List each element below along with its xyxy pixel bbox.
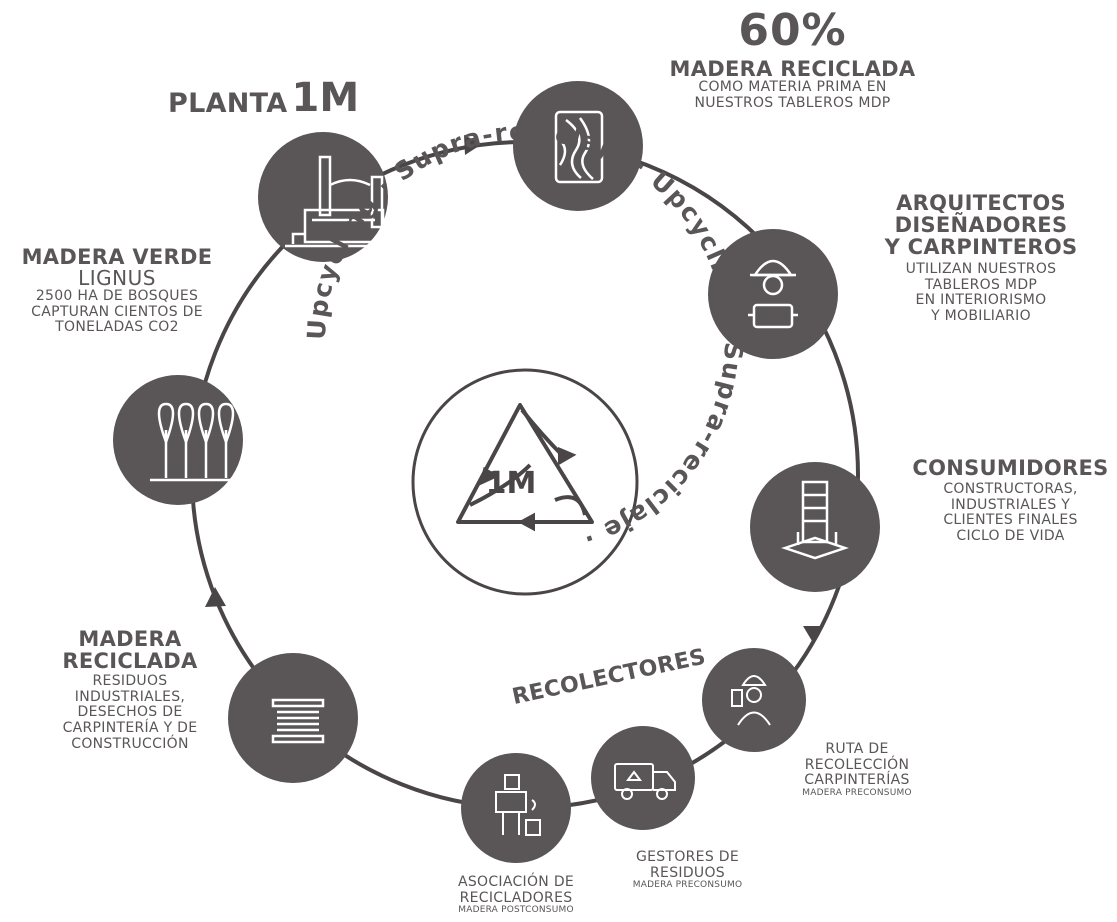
collector-worker-icon <box>731 675 771 726</box>
wood-planks-icon <box>271 698 325 744</box>
madera-left-title2: RECICLADA <box>62 649 198 674</box>
ruta-small: MADERA PRECONSUMO <box>802 788 912 799</box>
arrow-right <box>803 626 824 641</box>
worker-icon <box>748 259 798 329</box>
madera-top-title: MADERA RECICLADA <box>669 57 916 82</box>
madera-top-label: 60% MADERA RECICLADA COMO MATERIA PRIMA … <box>650 5 935 112</box>
madera-left-title1: MADERA <box>78 627 182 651</box>
consumidores-line4: CICLO DE VIDA <box>956 528 1065 545</box>
consumidores-label: CONSUMIDORES CONSTRUCTORAS, INDUSTRIALES… <box>908 457 1113 545</box>
gestores-small: MADERA PRECONSUMO <box>632 880 743 891</box>
madera-top-line1: COMO MATERIA PRIMA EN <box>698 79 887 96</box>
node-arquitectos <box>708 229 838 359</box>
arquitectos-line1: UTILIZAN NUESTROS <box>905 261 1057 278</box>
consumidores-line1: CONSTRUCTORAS, <box>943 481 1078 498</box>
madera-verde-line1: 2500 HA DE BOSQUES <box>35 288 199 305</box>
madera-verde-line3: TONELADAS CO2 <box>55 319 179 336</box>
percent-value: 60% <box>738 5 847 56</box>
factory-icon <box>285 155 385 248</box>
node-consumidores <box>750 462 880 592</box>
node-ruta <box>702 648 806 752</box>
trees-icon <box>150 402 240 482</box>
node-asociacion <box>461 753 571 863</box>
center-logo: 1M <box>486 466 537 501</box>
planta-title: PLANTA <box>168 87 288 119</box>
arrow-top <box>464 135 482 155</box>
madera-left-line5: CONSTRUCCIÓN <box>71 735 189 752</box>
madera-left-line2: INDUSTRIALES, <box>74 688 186 705</box>
arrow-left <box>205 587 226 607</box>
arquitectos-title3: Y CARPINTEROS <box>884 235 1078 260</box>
gestores-label: GESTORES DE RESIDUOS MADERA PRECONSUMO <box>605 849 770 891</box>
consumidores-line2: INDUSTRIALES Y <box>950 496 1071 513</box>
madera-verde-title: MADERA VERDE <box>21 245 213 269</box>
gestores-line2: RESIDUOS <box>650 864 725 881</box>
lignus-brand: LIGNUS <box>78 266 156 291</box>
arquitectos-line4: Y MOBILIARIO <box>931 308 1031 325</box>
wood-grain-icon <box>554 110 604 184</box>
ruta-line3: CARPINTERÍAS <box>804 772 910 789</box>
madera-verde-label: MADERA VERDE LIGNUS 2500 HA DE BOSQUES C… <box>6 246 228 336</box>
ruta-line1: RUTA DE <box>825 741 889 757</box>
madera-verde-line2: CAPTURAN CIENTOS DE <box>31 303 203 320</box>
asociacion-line1: ASOCIACIÓN DE <box>457 874 575 890</box>
node-madera-verde <box>113 375 243 505</box>
madera-top-line2: NUESTROS TABLEROS MDP <box>694 94 891 111</box>
planta-label: PLANTA 1M <box>168 78 359 118</box>
madera-left-line3: DESECHOS DE <box>77 704 183 721</box>
center-emblem: 1M <box>411 368 639 596</box>
asociacion-label: ASOCIACIÓN DE RECICLADORES MADERA POSTCO… <box>432 874 600 916</box>
madera-left-label: MADERA RECICLADA RESIDUOS INDUSTRIALES, … <box>30 628 230 752</box>
node-gestores <box>591 726 695 830</box>
node-madera-top <box>513 81 643 211</box>
arquitectos-line3: EN INTERIORISMO <box>915 292 1047 309</box>
recycle-truck-icon <box>614 763 676 800</box>
consumidores-line3: CLIENTES FINALES <box>943 512 1078 529</box>
arquitectos-title2: DISEÑADORES <box>894 213 1068 238</box>
node-planta <box>258 132 388 262</box>
planta-brand-logo: 1M <box>291 75 360 121</box>
ruta-label: RUTA DE RECOLECCIÓN CARPINTERÍAS MADERA … <box>786 741 928 799</box>
arquitectos-title1: ARQUITECTOS <box>896 191 1066 215</box>
arquitectos-line2: TABLEROS MDP <box>924 276 1038 293</box>
asociacion-small: MADERA POSTCONSUMO <box>458 905 574 916</box>
recycler-person-icon <box>495 774 541 836</box>
arquitectos-label: ARQUITECTOS DISEÑADORES Y CARPINTEROS UT… <box>866 192 1096 325</box>
consumidores-title: CONSUMIDORES <box>912 456 1109 480</box>
ruta-line2: RECOLECCIÓN <box>804 756 910 773</box>
asociacion-line2: RECICLADORES <box>459 889 573 906</box>
gestores-line1: GESTORES DE <box>636 849 739 865</box>
madera-left-line1: RESIDUOS <box>92 673 168 690</box>
node-madera-left <box>228 653 358 783</box>
upcycle-triangle-icon <box>456 403 594 532</box>
building-icon <box>781 480 849 560</box>
madera-left-line4: CARPINTERÍA Y DE <box>62 720 198 737</box>
